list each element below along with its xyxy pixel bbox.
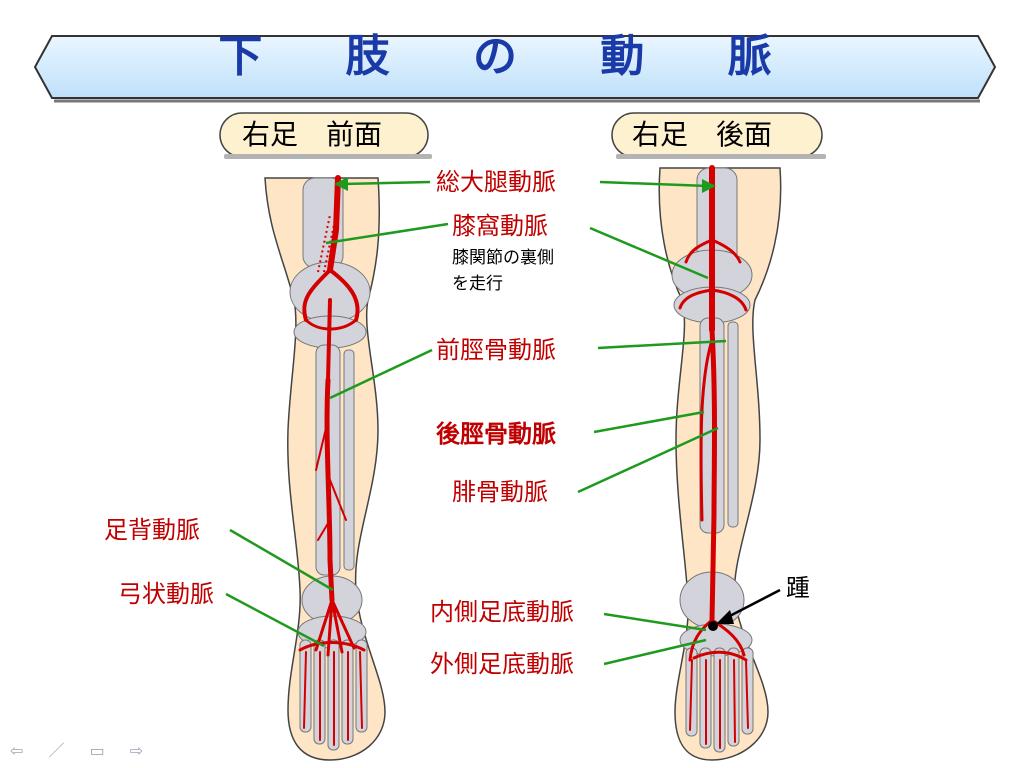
label-anterior-tibial: 前脛骨動脈 xyxy=(436,336,556,364)
arrowhead-common-femoral-back xyxy=(702,179,716,193)
leader-dorsalis-pedis xyxy=(229,528,334,592)
leader-medial-plantar xyxy=(603,612,707,632)
title-banner xyxy=(33,35,997,99)
leader-popliteal-front xyxy=(325,222,449,245)
label-medial-plantar: 内側足底動脈 xyxy=(430,598,574,626)
label-posterior-tibial: 後脛骨動脈 xyxy=(436,420,556,448)
leader-lines xyxy=(225,180,727,666)
leader-common-femoral-front xyxy=(341,180,431,186)
view-back-label: 右足 後面 xyxy=(632,118,773,151)
view-front-label: 右足 前面 xyxy=(242,118,383,151)
label-lateral-plantar: 外側足底動脈 xyxy=(430,650,574,678)
leader-popliteal-back xyxy=(589,226,709,280)
page-title: 下 肢 の 動 脈 xyxy=(218,31,806,82)
leader-arcuate xyxy=(225,592,325,648)
leader-anterior-tibial-front xyxy=(329,348,433,400)
label-heel: 踵 xyxy=(786,574,810,602)
slide-nav-controls[interactable]: ⇦ ／ ▭ ⇨ xyxy=(10,741,154,760)
leader-anterior-tibial-back xyxy=(597,339,727,350)
label-common-femoral: 総大腿動脈 xyxy=(436,168,556,196)
label-popliteal: 膝窩動脈 xyxy=(452,212,548,240)
label-dorsalis-pedis: 足背動脈 xyxy=(104,516,200,544)
arrowhead-common-femoral-front xyxy=(334,177,348,191)
leader-lateral-plantar xyxy=(603,638,707,666)
leader-common-femoral-back xyxy=(599,180,709,188)
heel-dot xyxy=(708,621,718,631)
label-arcuate: 弓状動脈 xyxy=(118,580,214,608)
leader-peroneal xyxy=(577,426,719,494)
label-popliteal-note-2: を走行 xyxy=(452,274,503,294)
leader-posterior-tibial xyxy=(593,410,705,434)
heel-pointer-line xyxy=(721,588,781,622)
back-arteries xyxy=(678,165,749,749)
label-peroneal: 腓骨動脈 xyxy=(452,478,548,506)
heel-pointer-arrowhead xyxy=(716,610,734,624)
front-arteries xyxy=(298,175,366,746)
back-leg xyxy=(658,165,782,761)
label-popliteal-note-1: 膝関節の裏側 xyxy=(452,248,554,268)
front-leg xyxy=(264,175,386,761)
